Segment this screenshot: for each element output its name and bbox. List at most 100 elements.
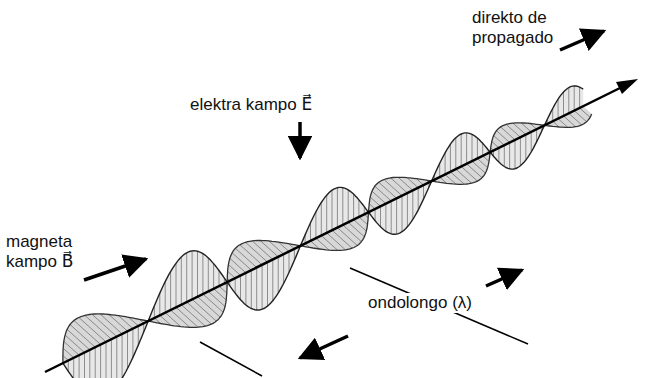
hatch-line [494, 136, 505, 146]
hatch-line [563, 92, 564, 116]
hatch-line [375, 186, 391, 201]
electric-curve [63, 86, 583, 378]
hatch-line [127, 331, 128, 368]
hatch-line [186, 253, 187, 302]
hatch-line [455, 138, 456, 169]
hatch-line [391, 201, 392, 234]
hatch-line [477, 138, 478, 159]
hatch-line [79, 318, 106, 342]
hatch-line [230, 258, 246, 273]
hatch-line [492, 142, 499, 148]
hatch-line [450, 172, 464, 184]
hatch-line [213, 264, 214, 289]
hatch-line [181, 257, 182, 305]
hatch-line [385, 204, 386, 232]
hatch-line [202, 254, 203, 294]
hatch-line [278, 257, 279, 293]
hatch-line [232, 253, 251, 270]
hatch-line [332, 190, 333, 230]
hatch-line [472, 134, 473, 161]
hatch-line [315, 212, 316, 238]
field-label: magneta kampo B⃗ [6, 232, 82, 272]
hatch-line [89, 350, 90, 378]
hatch-line [379, 182, 397, 198]
hatch-line [456, 169, 472, 183]
hatch-line [342, 188, 343, 225]
hatch-line [122, 334, 123, 378]
hatch-line [235, 278, 236, 293]
dimension-line [200, 342, 262, 376]
hatch-line [391, 178, 408, 193]
electric-fill [63, 86, 583, 378]
hatch-line [412, 190, 413, 219]
hatch-line [472, 161, 485, 173]
wavelength-label: ondolongo (λ) [365, 293, 475, 313]
electric-wave [63, 86, 583, 378]
hatch-line [256, 268, 257, 311]
hatch-line [509, 143, 510, 169]
hatch-line [116, 337, 117, 378]
hatch-line [348, 190, 349, 222]
leader-arrow [560, 31, 604, 50]
hatch-line [531, 132, 532, 152]
hatch-line [506, 124, 520, 137]
hatch-line [520, 137, 521, 166]
hatch-line [569, 113, 582, 125]
field-label: elektra kampo E⃗ [190, 95, 390, 115]
hatch-line [63, 348, 73, 358]
hatch-line [353, 194, 354, 220]
hatch-line [498, 148, 499, 162]
hatch-line [504, 145, 505, 166]
hatch-line [74, 321, 101, 345]
hatch-line [354, 220, 367, 232]
hatch-line [132, 329, 133, 358]
hatch-line [251, 270, 252, 308]
hatch-line [208, 258, 209, 292]
hatch-line [359, 217, 368, 225]
hatch-line [138, 326, 139, 345]
hatch-line [192, 251, 193, 299]
hatch-line [558, 119, 568, 128]
hatch-line [260, 241, 278, 257]
hatch-line [106, 342, 107, 378]
hatch-line [272, 260, 273, 301]
hatch-line [262, 265, 263, 309]
hatch-line [579, 87, 580, 108]
hatch-line [370, 197, 380, 206]
hatch-line [170, 272, 171, 310]
hatch-line [197, 251, 198, 297]
hatch-line [310, 223, 311, 241]
hatch-line [461, 166, 477, 181]
hatch-line [477, 159, 487, 168]
hatch-line [450, 144, 451, 172]
hatch-line [235, 248, 256, 267]
hatch-line [396, 198, 397, 234]
hatch-line [337, 228, 357, 246]
hatch-line [79, 355, 80, 378]
direction-label: direkto de propagado [472, 8, 576, 48]
hatch-line [501, 127, 515, 140]
hatch-line [111, 339, 112, 378]
hatch-line [525, 135, 526, 161]
hatch-line [398, 177, 413, 190]
hatch-line [240, 245, 262, 265]
hatch-line [461, 134, 462, 166]
hatch-line [65, 335, 84, 352]
hatch-line [64, 341, 79, 355]
hatch-line [521, 123, 531, 132]
hatch-line [402, 196, 403, 232]
hatch-line [165, 282, 166, 313]
hatch-line [219, 286, 227, 293]
hatch-line [73, 358, 74, 378]
hatch-line [497, 131, 510, 143]
hatch-line [372, 191, 386, 204]
leader-arrow [84, 259, 146, 280]
hatch-line [240, 275, 241, 299]
hatch-line [574, 86, 575, 111]
hatch-line [326, 195, 327, 233]
hatch-line [375, 209, 376, 221]
hatch-line [85, 315, 112, 339]
hatch-line [380, 206, 381, 227]
hatch-line [568, 88, 569, 114]
